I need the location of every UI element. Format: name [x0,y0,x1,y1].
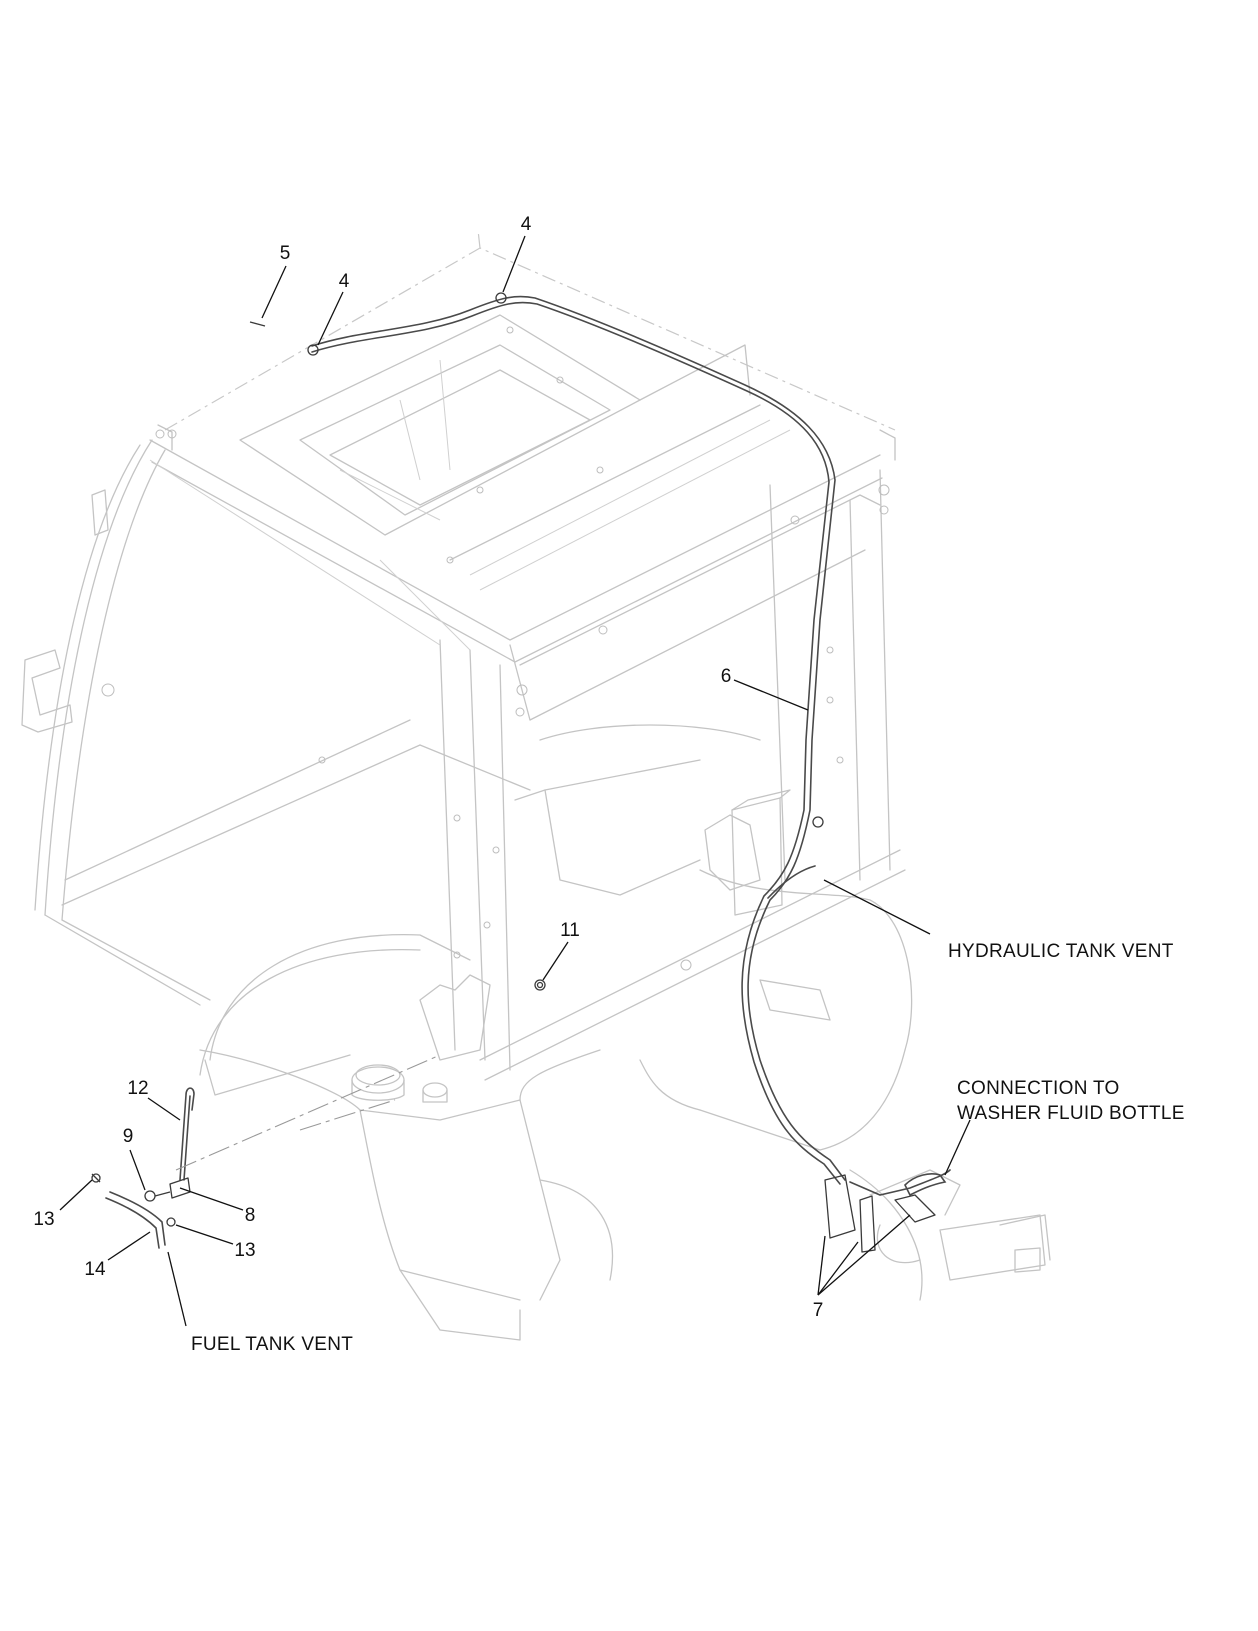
callout-13-right: 13 [234,1240,255,1261]
callout-13-left: 13 [33,1209,54,1230]
callout-4-right: 4 [521,214,532,235]
callout-8: 8 [245,1205,256,1226]
callout-12: 12 [127,1078,148,1099]
fenders-and-tanks [101,326,1051,1341]
callout-9: 9 [123,1126,134,1147]
note-fuel-tank-vent: FUEL TANK VENT [191,1334,353,1355]
callout-11: 11 [560,920,580,941]
callout-6: 6 [721,666,732,687]
callout-4-left: 4 [339,271,350,292]
note-connection-line1: CONNECTION TO [957,1078,1120,1099]
callouts: 5 4 4 6 11 12 9 8 13 13 14 7 [33,214,823,1321]
cab-frame [21,229,906,1081]
callout-14: 14 [84,1259,106,1280]
note-hydraulic-tank-vent: HYDRAULIC TANK VENT [948,941,1174,962]
vent-hoses [249,292,951,1253]
note-connection-line2: WASHER FLUID BOTTLE [957,1103,1185,1124]
callout-5: 5 [280,243,291,264]
notes: HYDRAULIC TANK VENT CONNECTION TO WASHER… [191,941,1185,1355]
callout-7: 7 [813,1300,824,1321]
leader-lines [59,235,971,1327]
